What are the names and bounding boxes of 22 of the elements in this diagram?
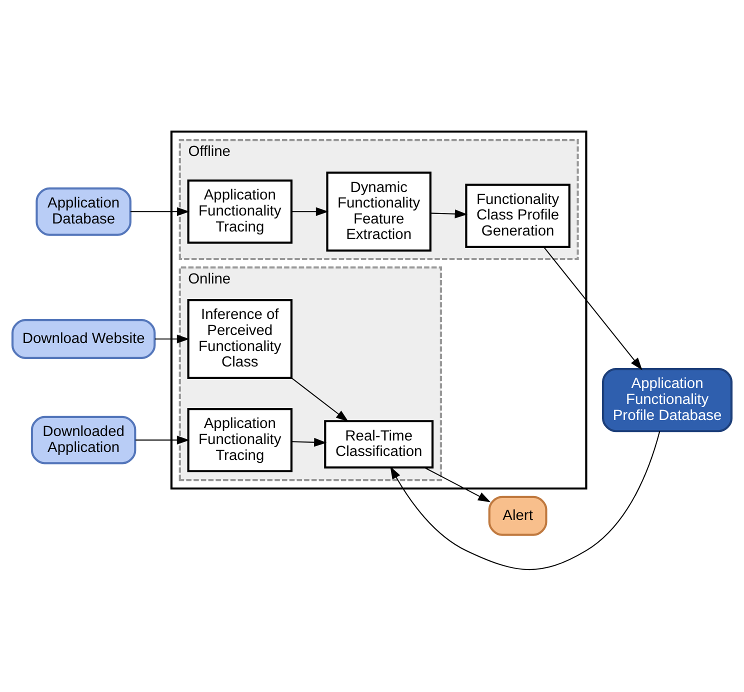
arrow: [292, 437, 327, 446]
node-box: Real-Time Classification: [324, 420, 434, 468]
node-box: Dynamic Functionality Feature Extraction: [326, 171, 432, 252]
arrow: [390, 430, 660, 570]
node-box: Application Functionality Tracing: [187, 407, 293, 472]
arrow: [424, 466, 491, 502]
node-box: Downloaded Application: [30, 415, 136, 464]
node-box: Application Database: [36, 186, 132, 236]
node-box: Alert: [488, 495, 548, 536]
arrow: [130, 206, 190, 216]
node-box: Inference of Perceived Functionality Class: [187, 298, 293, 379]
arrow: [430, 209, 468, 218]
arrow: [291, 377, 349, 422]
node-box: Application Functionality Tracing: [187, 179, 293, 244]
node-box: Functionality Class Profile Generation: [465, 183, 570, 248]
arrow: [154, 334, 190, 343]
arrow: [292, 206, 329, 216]
node-box: Download Website: [11, 318, 156, 359]
node-box: Application Functionality Profile Database: [602, 367, 733, 432]
arrow: [136, 435, 190, 444]
cluster: [170, 130, 588, 490]
arrow: [543, 246, 642, 370]
